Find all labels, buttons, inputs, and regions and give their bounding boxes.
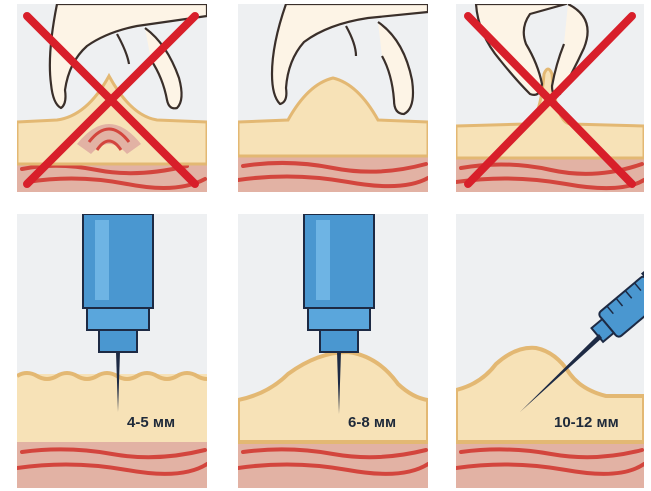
skin-fold bbox=[456, 69, 644, 158]
panel-pinch-correct bbox=[238, 4, 428, 192]
syringe bbox=[586, 254, 644, 348]
needle-length-label: 10-12 мм bbox=[554, 414, 619, 431]
needle-length-label: 4-5 мм bbox=[127, 414, 175, 431]
pen-short-needle-illustration bbox=[17, 214, 207, 488]
pinch-too-deep-illustration bbox=[17, 4, 207, 192]
skin-layer bbox=[17, 374, 207, 442]
panel-syringe-long-needle: 10-12 мм bbox=[456, 214, 644, 488]
panel-pen-medium-needle: 6-8 мм bbox=[238, 214, 428, 488]
panel-pinch-too-shallow bbox=[456, 4, 644, 192]
insulin-pen bbox=[83, 214, 153, 352]
panel-pen-short-needle: 4-5 мм bbox=[17, 214, 207, 488]
insulin-pen bbox=[304, 214, 374, 352]
pen-medium-needle-illustration bbox=[238, 214, 428, 488]
hand bbox=[50, 4, 207, 108]
pinch-too-shallow-illustration bbox=[456, 4, 644, 192]
pinch-correct-illustration bbox=[238, 4, 428, 192]
panel-pinch-too-deep bbox=[17, 4, 207, 192]
syringe-long-needle-illustration bbox=[456, 214, 644, 488]
needle-length-label: 6-8 мм bbox=[348, 414, 396, 431]
skin-fold bbox=[238, 352, 428, 442]
